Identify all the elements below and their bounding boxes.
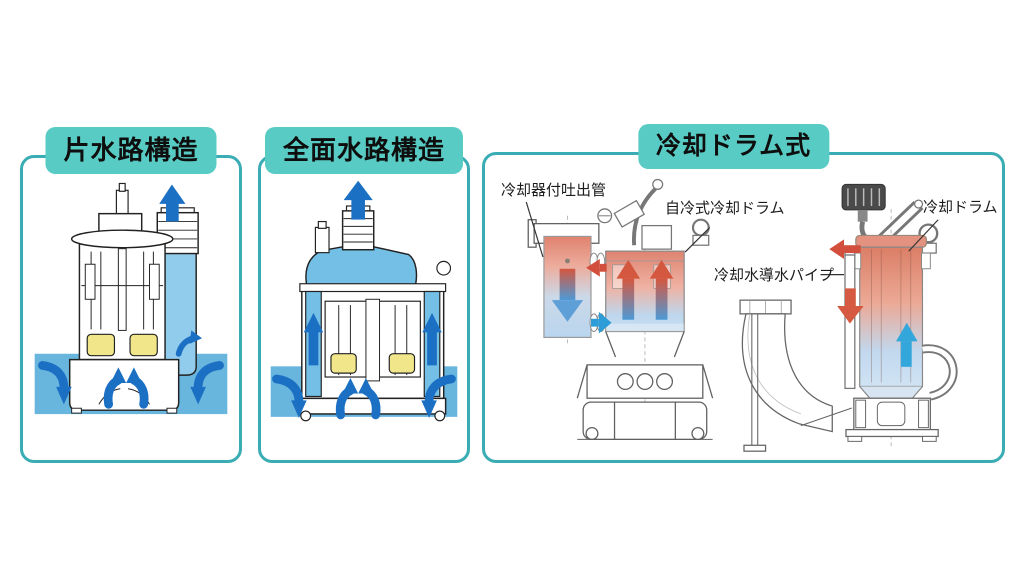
- up-arrow-icon: [343, 180, 373, 220]
- panel-one-side-waterway: 片水路構造: [20, 127, 242, 463]
- cooling-drum-pump: [739, 183, 958, 452]
- oil-chambers: [86, 333, 158, 357]
- suction-strainer: [68, 358, 180, 414]
- up-arrow-icon: [159, 184, 186, 222]
- oil-chambers: [330, 353, 416, 374]
- lifting-hook: [691, 218, 710, 246]
- cooling-drum-body: [605, 250, 685, 333]
- cooling-drum-pumps-drawing: [525, 178, 958, 452]
- cable-gland-device: [841, 183, 886, 245]
- panel-title-text: 全面水路構造: [282, 135, 446, 165]
- leader-line-cooling-drum: [908, 219, 939, 252]
- pump-lower-body: [576, 331, 714, 441]
- pipe-down-arrow-icon: [837, 288, 864, 324]
- panel-title-text: 片水路構造: [63, 135, 199, 165]
- label-cooling-drum: 冷却ドラム: [923, 199, 998, 216]
- leader-line-cooler-pipe: [525, 201, 544, 258]
- cold-water-up-arrow-icon: [896, 322, 918, 367]
- cooling-drum-body: [851, 234, 931, 401]
- leader-line-self-cooling-drum: [684, 227, 711, 253]
- pump-body: [70, 182, 174, 361]
- water-flow-arrows: [38, 330, 224, 409]
- drum-up-arrow-icon: [616, 259, 674, 320]
- cable-plug: [314, 220, 330, 254]
- cold-water-right-arrow-icon: [591, 311, 612, 334]
- label-cooling-water-pipe: 冷却水導水パイプ: [714, 267, 835, 284]
- pump-base: [845, 397, 939, 442]
- self-cooling-drum-pump: [525, 178, 714, 441]
- hot-water-left-arrow-icon: [586, 258, 607, 277]
- panel-cooling-drum-type: 冷却ドラム式 冷却器付吐出管 自冷式冷却ドラム 冷却ドラム 冷却水導水パイプ: [482, 124, 1005, 463]
- lifting-eye: [436, 260, 452, 276]
- panel-title-one-side: 片水路構造: [45, 127, 217, 174]
- u-pipe: [921, 344, 958, 401]
- cooler-down-arrow-icon: [551, 268, 584, 322]
- water-flow-arrows: [272, 374, 456, 420]
- full-face-pump-drawing: [270, 180, 458, 422]
- label-cooler-discharge-pipe: 冷却器付吐出管: [501, 182, 607, 199]
- jacket-up-arrows: [303, 312, 442, 366]
- one-side-pump-drawing: [34, 182, 228, 415]
- panel-title-cooling-drum: 冷却ドラム式: [637, 124, 830, 170]
- panel-title-text: 冷却ドラム式: [655, 132, 812, 160]
- panel-title-full-face: 全面水路構造: [264, 127, 464, 174]
- discharge-elbow: [739, 299, 853, 452]
- handle-and-cable-assembly: [597, 178, 673, 250]
- label-self-cooling-drum: 自冷式冷却ドラム: [665, 200, 785, 217]
- flange: [299, 283, 447, 293]
- hot-water-left-arrow-icon: [829, 239, 861, 259]
- panel-full-face-waterway: 全面水路構造: [258, 127, 470, 463]
